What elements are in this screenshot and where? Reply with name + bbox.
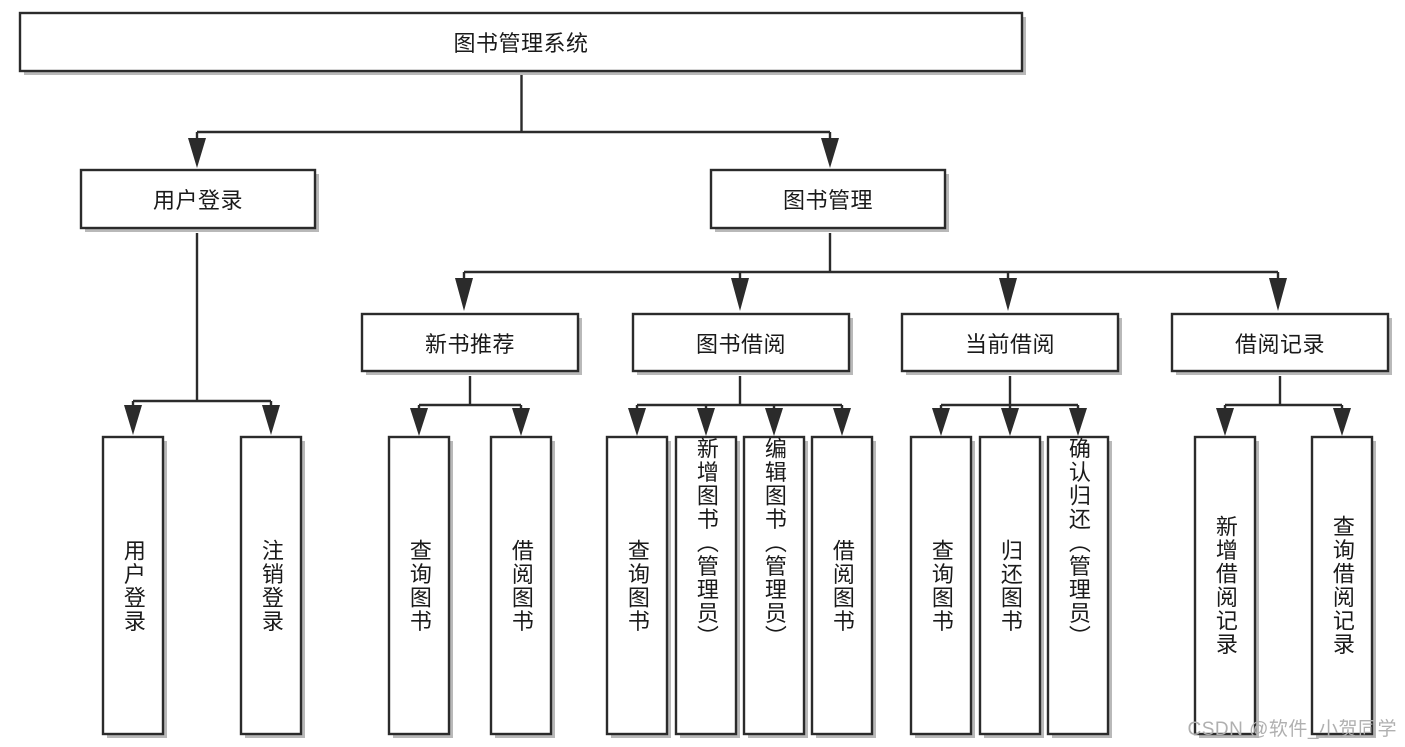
arrow-to-leaf-query-book-1 xyxy=(410,408,428,436)
node-root[interactable] xyxy=(18,11,1026,75)
node-book-borrow[interactable] xyxy=(631,312,853,375)
node-leaf-return-book-box[interactable] xyxy=(978,435,1042,736)
node-leaf-borrow-book-1-box[interactable] xyxy=(489,435,553,736)
node-book-borrow-box[interactable] xyxy=(631,312,851,373)
node-leaf-query-book-3-box[interactable] xyxy=(909,435,973,736)
node-book-management-box[interactable] xyxy=(709,168,947,230)
node-leaf-query-record-box[interactable] xyxy=(1310,435,1374,736)
arrow-to-leaf-add-book xyxy=(697,408,715,436)
node-book-management[interactable] xyxy=(709,168,949,232)
arrow-to-leaf-logout-login xyxy=(262,405,280,435)
node-current-borrow-box[interactable] xyxy=(900,312,1120,373)
connector-group-borrow-record xyxy=(1216,376,1351,436)
node-user-login[interactable] xyxy=(79,168,319,232)
node-leaf-return-book[interactable] xyxy=(978,435,1044,738)
node-leaf-logout-login-box[interactable] xyxy=(239,435,303,736)
arrow-to-leaf-add-record xyxy=(1216,408,1234,436)
arrow-to-leaf-user-login xyxy=(124,405,142,435)
node-leaf-query-record[interactable] xyxy=(1310,435,1376,738)
node-borrow-record[interactable] xyxy=(1170,312,1392,375)
node-leaf-query-book-2[interactable] xyxy=(605,435,671,738)
node-leaf-query-book-1-box[interactable] xyxy=(387,435,451,736)
node-leaf-user-login[interactable] xyxy=(101,435,167,738)
arrow-to-leaf-confirm-return xyxy=(1069,408,1087,436)
arrow-to-leaf-borrow-book-2 xyxy=(833,408,851,436)
arrow-to-book-borrow xyxy=(731,278,749,311)
node-new-book-recommend-box[interactable] xyxy=(360,312,580,373)
node-current-borrow[interactable] xyxy=(900,312,1122,375)
arrow-to-leaf-query-record xyxy=(1333,408,1351,436)
node-leaf-logout-login[interactable] xyxy=(239,435,305,738)
arrow-to-leaf-return-book xyxy=(1001,408,1019,436)
watermark: CSDN @软件_小贺同学 xyxy=(1187,719,1397,740)
node-leaf-add-book-box[interactable] xyxy=(674,435,738,736)
node-leaf-edit-book[interactable] xyxy=(742,435,808,738)
connector-group-book-management xyxy=(455,233,1287,311)
arrow-to-borrow-record xyxy=(1269,278,1287,311)
arrow-to-new-book-recommend xyxy=(455,278,473,311)
connector-group-root xyxy=(188,75,839,168)
connector-group-new-book-recommend xyxy=(410,376,530,436)
node-user-login-box[interactable] xyxy=(79,168,317,230)
arrow-to-leaf-edit-book xyxy=(765,408,783,436)
connector-group-book-borrow xyxy=(628,376,851,436)
node-new-book-recommend[interactable] xyxy=(360,312,582,375)
node-leaf-user-login-box[interactable] xyxy=(101,435,165,736)
node-leaf-add-book[interactable] xyxy=(674,435,740,738)
node-leaf-confirm-return[interactable] xyxy=(1046,435,1112,738)
node-borrow-record-box[interactable] xyxy=(1170,312,1390,373)
arrow-to-leaf-borrow-book-1 xyxy=(512,408,530,436)
node-leaf-query-book-2-box[interactable] xyxy=(605,435,669,736)
arrow-to-user-login xyxy=(188,138,206,168)
connector-group-user-login xyxy=(124,233,280,435)
node-leaf-borrow-book-1[interactable] xyxy=(489,435,555,738)
node-leaf-query-book-1[interactable] xyxy=(387,435,453,738)
node-leaf-confirm-return-box[interactable] xyxy=(1046,435,1110,736)
arrow-to-book-management xyxy=(821,138,839,168)
node-leaf-query-book-3[interactable] xyxy=(909,435,975,738)
node-leaf-edit-book-box[interactable] xyxy=(742,435,806,736)
connector-group-current-borrow xyxy=(932,376,1087,436)
node-root-box[interactable] xyxy=(18,11,1024,73)
node-leaf-add-record-box[interactable] xyxy=(1193,435,1257,736)
arrow-to-current-borrow xyxy=(999,278,1017,311)
node-leaf-borrow-book-2-box[interactable] xyxy=(810,435,874,736)
node-leaf-borrow-book-2[interactable] xyxy=(810,435,876,738)
arrow-to-leaf-query-book-3 xyxy=(932,408,950,436)
node-leaf-add-record[interactable] xyxy=(1193,435,1259,738)
arrow-to-leaf-query-book-2 xyxy=(628,408,646,436)
